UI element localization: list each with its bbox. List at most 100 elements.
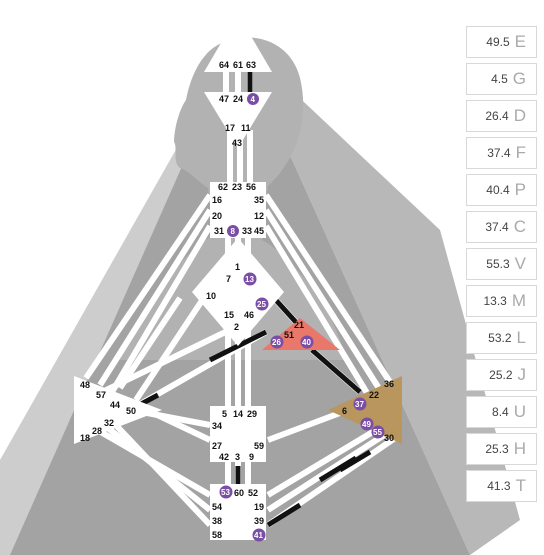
variable-letter: G: [512, 69, 526, 88]
activated-gate: 49: [360, 417, 374, 431]
variable-row-h[interactable]: 25.3 H: [466, 433, 537, 465]
variable-value: 41.3: [487, 479, 511, 493]
gate-label: 50: [126, 406, 136, 416]
variable-row-c[interactable]: 37.4 C: [466, 211, 537, 243]
variable-row-d[interactable]: 26.4 D: [466, 100, 537, 132]
variable-value: 49.5: [486, 35, 510, 49]
variable-row-e[interactable]: 49.5 E: [466, 26, 537, 58]
variable-value: 8.4: [492, 405, 509, 419]
svg-text:13: 13: [245, 275, 254, 284]
gate-label: 35: [254, 195, 264, 205]
gate-label: 7: [226, 274, 231, 284]
gate-label: 63: [246, 60, 256, 70]
center-emotional[interactable]: [328, 376, 402, 444]
variable-value: 37.4: [485, 220, 509, 234]
variable-row-l[interactable]: 53.2 L: [466, 322, 537, 354]
gate-label: 9: [249, 452, 254, 462]
gate-label: 32: [104, 418, 114, 428]
gate-label: 17: [225, 123, 235, 133]
background-cone-right: [238, 40, 520, 555]
activated-gate: 4: [247, 93, 259, 105]
activated-gates: 4 8 13 25 26 40 37 49 55 53 41: [219, 93, 385, 542]
gate-label: 34: [212, 421, 222, 431]
gate-label: 2: [234, 322, 239, 332]
variable-row-j[interactable]: 25.2 J: [466, 359, 537, 391]
gate-label: 43: [232, 138, 242, 148]
gate-label: 54: [212, 502, 222, 512]
activated-gate: 37: [353, 397, 367, 411]
gate-label: 11: [241, 123, 251, 133]
center-sacral[interactable]: [210, 406, 266, 462]
variable-value: 25.3: [485, 442, 509, 456]
variable-row-g[interactable]: 4.5 G: [466, 63, 537, 95]
variable-letter: C: [513, 217, 526, 236]
center-spleen[interactable]: [74, 376, 162, 444]
variable-letter: E: [514, 32, 526, 51]
variable-value: 55.3: [486, 257, 510, 271]
svg-text:41: 41: [254, 531, 263, 540]
variable-letter: J: [517, 365, 527, 384]
gate-label: 64: [219, 60, 229, 70]
gate-label: 52: [248, 488, 258, 498]
variable-letter: D: [513, 106, 526, 125]
gate-label: 28: [92, 426, 102, 436]
variable-letter: P: [514, 180, 526, 199]
variable-value: 4.5: [491, 72, 508, 86]
gate-label: 31: [214, 226, 224, 236]
gate-label: 44: [110, 400, 120, 410]
center-g[interactable]: [192, 238, 284, 346]
center-ajna[interactable]: [204, 92, 272, 148]
variable-value: 25.2: [489, 368, 513, 382]
gate-label: 14: [233, 409, 243, 419]
svg-text:37: 37: [355, 400, 364, 409]
activated-gate: 26: [270, 335, 284, 349]
variable-letter: F: [515, 143, 526, 162]
gate-labels: 64 61 63 47 24 17 11 43 62 23 56 16 35 2…: [80, 60, 394, 540]
gate-label: 23: [232, 182, 242, 192]
center-head[interactable]: [204, 14, 272, 72]
gate-label: 27: [212, 441, 222, 451]
gate-label: 62: [218, 182, 228, 192]
gate-label: 30: [384, 433, 394, 443]
variable-value: 37.4: [487, 146, 511, 160]
gate-label: 24: [233, 94, 243, 104]
variable-value: 26.4: [485, 109, 509, 123]
gate-label: 59: [254, 441, 264, 451]
variable-letter: L: [516, 328, 526, 347]
gate-label: 36: [384, 379, 394, 389]
svg-text:4: 4: [251, 95, 256, 104]
gate-label: 47: [219, 94, 229, 104]
variable-letter: M: [511, 291, 526, 310]
activated-gate: 8: [227, 225, 239, 237]
gate-label: 12: [254, 211, 264, 221]
variable-value: 53.2: [488, 331, 512, 345]
gate-label: 19: [254, 502, 264, 512]
gate-label: 5: [222, 409, 227, 419]
activated-gate: 55: [371, 425, 385, 439]
svg-text:40: 40: [302, 338, 311, 347]
gate-label: 29: [247, 409, 257, 419]
variable-letter: H: [513, 439, 526, 458]
variable-letter: T: [515, 476, 526, 495]
variable-row-f[interactable]: 37.4 F: [466, 137, 537, 169]
gate-label: 22: [369, 390, 379, 400]
gate-label: 6: [342, 406, 347, 416]
gate-label: 3: [235, 452, 240, 462]
activated-gate: 41: [252, 528, 266, 542]
gate-label: 33: [242, 226, 252, 236]
variable-row-t[interactable]: 41.3 T: [466, 470, 537, 502]
gate-label: 16: [212, 195, 222, 205]
svg-text:49: 49: [362, 420, 371, 429]
activated-gate: 13: [243, 272, 257, 286]
svg-text:8: 8: [231, 227, 236, 236]
gate-label: 15: [224, 310, 234, 320]
gate-label: 61: [233, 60, 243, 70]
gate-label: 48: [80, 380, 90, 390]
activated-gate: 25: [255, 297, 269, 311]
